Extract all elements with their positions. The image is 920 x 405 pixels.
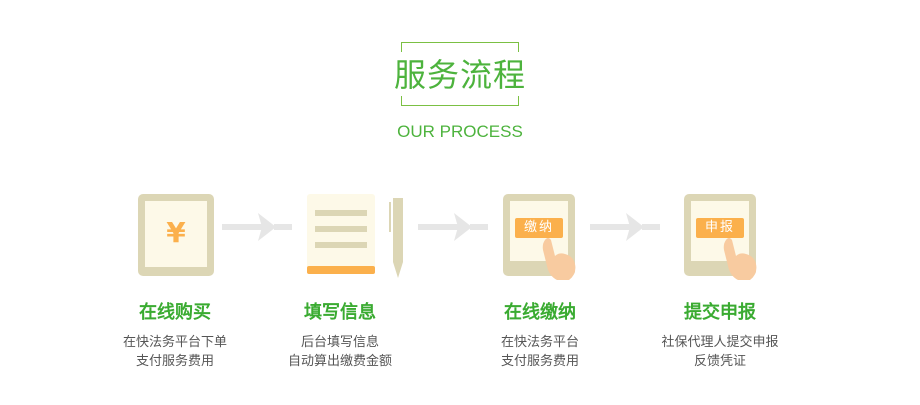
arrow-right-icon <box>590 213 660 241</box>
tablet-tap-icon: 申报 <box>684 190 764 282</box>
step-description: 后台填写信息 自动算出缴费金额 <box>265 333 415 371</box>
step-title: 在线购买 <box>139 302 211 323</box>
submit-button-graphic: 申报 <box>696 218 744 238</box>
step-title: 在线缴纳 <box>504 302 576 323</box>
step-description-line: 后台填写信息 <box>300 335 379 350</box>
step-description-line: 自动算出缴费金额 <box>287 354 392 369</box>
yen-tablet-icon: ¥ <box>138 190 214 276</box>
tablet-tap-icon: 缴纳 <box>503 190 583 282</box>
step-description: 在快法务平台下单 支付服务费用 <box>100 333 250 371</box>
title-frame-bottom <box>401 96 519 106</box>
step-description-line: 在快法务平台 <box>500 335 579 350</box>
pay-button-graphic: 缴纳 <box>515 218 563 238</box>
step-description-line: 在快法务平台下单 <box>122 335 227 350</box>
step-title: 提交申报 <box>684 302 756 323</box>
hand-tap-icon <box>723 238 757 280</box>
step-description-line: 反馈凭证 <box>693 354 746 369</box>
page-title: 服务流程 <box>380 55 540 95</box>
hand-tap-icon <box>542 238 576 280</box>
notepad-pen-icon <box>307 190 407 280</box>
step-description: 在快法务平台 支付服务费用 <box>465 333 615 371</box>
title-frame <box>401 42 519 106</box>
step-description-line: 社保代理人提交申报 <box>661 335 779 350</box>
step-description: 社保代理人提交申报 反馈凭证 <box>645 333 795 371</box>
step-description-line: 支付服务费用 <box>500 354 579 369</box>
yen-symbol: ¥ <box>166 216 186 249</box>
page-subtitle: OUR PROCESS <box>397 122 523 141</box>
arrow-right-icon <box>222 213 292 241</box>
step-title: 填写信息 <box>304 302 376 323</box>
title-frame-top <box>401 42 519 52</box>
arrow-right-icon <box>418 213 488 241</box>
step-description-line: 支付服务费用 <box>135 354 214 369</box>
